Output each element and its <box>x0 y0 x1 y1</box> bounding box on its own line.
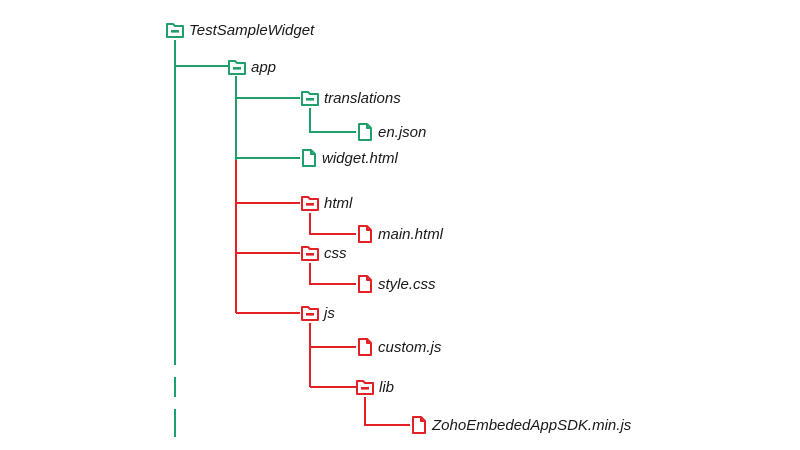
tree-node-label: html <box>324 194 353 212</box>
file-icon <box>358 225 372 243</box>
folder-collapse-icon <box>356 380 374 395</box>
tree-node-label: lib <box>379 378 395 396</box>
tree-node-html[interactable]: html <box>300 192 352 214</box>
tree-node-label: app <box>251 58 277 76</box>
tree-node-lib[interactable]: lib <box>355 376 394 398</box>
tree-node-js[interactable]: js <box>300 302 335 324</box>
file-icon <box>358 338 372 356</box>
file-icon <box>358 275 372 293</box>
tree-node-label: ZohoEmbededAppSDK.min.js <box>432 416 632 434</box>
tree-node-app[interactable]: app <box>227 56 276 78</box>
connector-translations-to-en-json <box>309 108 356 133</box>
folder-collapse-icon <box>228 60 246 75</box>
tree-node-label: en.json <box>378 123 427 141</box>
tree-node-label: js <box>324 304 335 322</box>
tree-node-custom-js[interactable]: custom.js <box>356 336 441 358</box>
tree-node-sdk-js[interactable]: ZohoEmbededAppSDK.min.js <box>410 414 631 436</box>
tree-node-main-html[interactable]: main.html <box>356 223 443 245</box>
tree-node-translations[interactable]: translations <box>300 87 401 109</box>
connector-css-to-style-css <box>309 263 356 285</box>
file-icon <box>302 149 316 167</box>
folder-collapse-icon <box>301 306 319 321</box>
tree-node-label: widget.html <box>322 149 398 167</box>
tree-node-en-json[interactable]: en.json <box>356 121 426 143</box>
tree-node-label: translations <box>324 89 401 107</box>
tree-node-label: custom.js <box>378 338 442 356</box>
tree-node-root[interactable]: TestSampleWidget <box>165 19 314 41</box>
tree-node-style-css[interactable]: style.css <box>356 273 436 295</box>
file-icon <box>358 123 372 141</box>
file-icon <box>412 416 426 434</box>
tree-node-label: main.html <box>378 225 444 243</box>
tree-node-label: TestSampleWidget <box>189 21 315 39</box>
connector-lib-to-sdk <box>364 397 410 426</box>
folder-collapse-icon <box>301 246 319 261</box>
tree-node-widget-html[interactable]: widget.html <box>300 147 398 169</box>
tree-node-css[interactable]: css <box>300 242 347 264</box>
connector-html-to-main-html <box>309 213 356 235</box>
folder-collapse-icon <box>301 196 319 211</box>
tree-node-label: style.css <box>378 275 436 293</box>
folder-collapse-icon <box>301 91 319 106</box>
folder-collapse-icon <box>166 23 184 38</box>
tree-node-label: css <box>324 244 347 262</box>
